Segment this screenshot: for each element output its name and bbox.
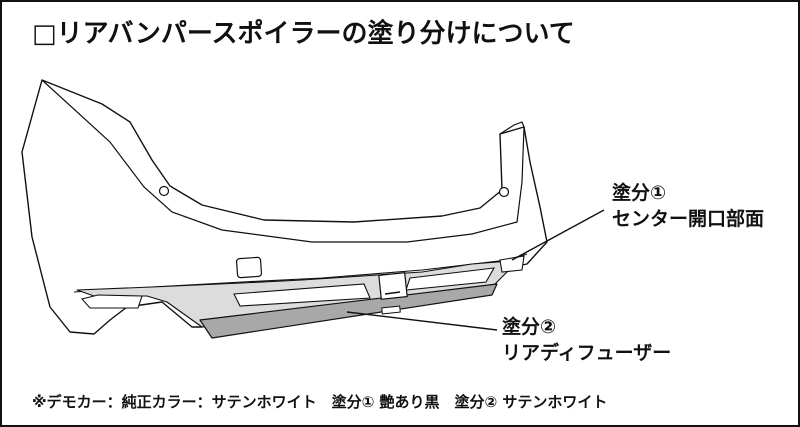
- callout-2-label: 塗分②: [502, 316, 557, 338]
- left-sensor-dot: [158, 185, 170, 197]
- center-plate-slot: [381, 305, 401, 315]
- callout-2-leader: [346, 311, 498, 331]
- tailgate-corner: [499, 121, 525, 135]
- footnote: ※デモカー：純正カラー：サテンホワイト 塗分① 艶あり黒 塗分② サテンホワイト: [32, 393, 608, 411]
- rear-fog-lamp: [378, 272, 408, 300]
- callout-1-label: 塗分①: [612, 182, 667, 204]
- page-title: □リアバンパースポイラーの塗り分けについて: [32, 19, 575, 49]
- fog-lamp-lens: [384, 291, 401, 295]
- center-vent-left: [233, 283, 371, 307]
- callout-paint-zone-2: 塗分② リアディフューザー: [502, 314, 671, 366]
- upper-contour-line: [41, 79, 525, 243]
- hitch-cover: [236, 256, 263, 279]
- center-vent-right: [405, 267, 496, 291]
- callout-2-description: リアディフューザー: [502, 342, 672, 364]
- callout-paint-zone-1: 塗分① センター開口部面: [612, 180, 764, 232]
- callout-1-leader: [511, 209, 605, 261]
- callout-1-description: センター開口部面: [612, 208, 765, 230]
- left-reflector: [80, 294, 143, 309]
- right-sensor-dot: [498, 186, 510, 198]
